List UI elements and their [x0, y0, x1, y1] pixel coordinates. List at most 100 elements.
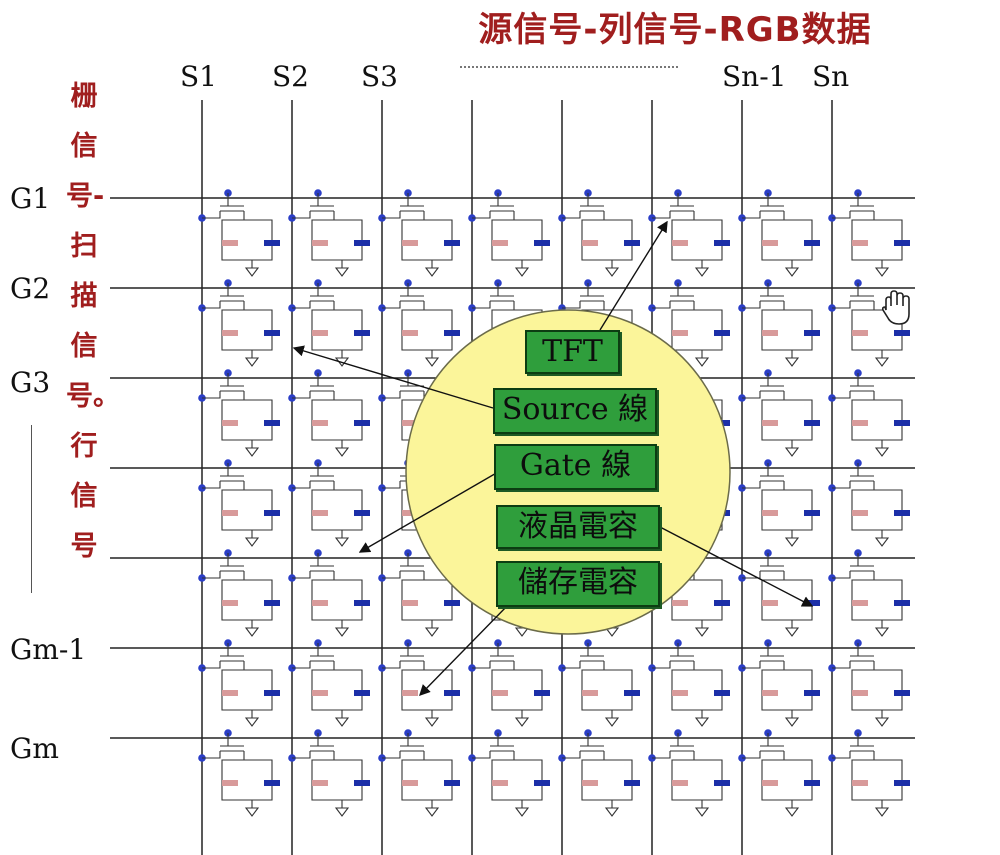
tft-gate-wire	[490, 193, 514, 207]
tft-gate-wire	[220, 643, 244, 657]
storage-capacitor	[714, 330, 730, 336]
lc-capacitor	[222, 330, 238, 336]
ground-triangle	[874, 627, 890, 637]
tft-source-wire	[832, 391, 851, 399]
tft-gate-wire	[760, 193, 784, 207]
tft-gate-wire	[220, 193, 244, 207]
ground-triangle	[784, 717, 800, 727]
lc-capacitor	[492, 780, 508, 786]
storage-capacitor	[264, 330, 280, 336]
tft-source-wire	[292, 301, 311, 309]
lc-capacitor	[762, 690, 778, 696]
tft-gate-wire	[850, 193, 874, 207]
pixel-loop-wire	[851, 751, 903, 801]
callout-storage-capacitor: 儲存電容	[496, 561, 660, 607]
pixel-loop-wire	[671, 661, 723, 711]
pixel-cell	[558, 729, 640, 817]
pixel-loop-wire	[311, 211, 363, 261]
pixel-cell	[738, 549, 820, 637]
callout-gate-line: Gate 線	[494, 444, 657, 490]
storage-capacitor	[354, 240, 370, 246]
tft-source-wire	[742, 391, 761, 399]
tft-source-wire	[742, 481, 761, 489]
lc-capacitor	[222, 690, 238, 696]
lc-capacitor	[312, 240, 328, 246]
lc-capacitor	[402, 510, 418, 516]
lc-capacitor	[852, 330, 868, 336]
pixel-loop-wire	[311, 751, 363, 801]
tft-source-wire	[652, 751, 671, 759]
tft-gate-wire	[580, 193, 604, 207]
row-ellipsis-line	[31, 425, 32, 593]
ground-triangle	[604, 717, 620, 727]
pixel-cell	[198, 279, 280, 367]
lc-capacitor	[312, 780, 328, 786]
pixel-cell	[828, 189, 910, 277]
tft-source-wire	[472, 751, 491, 759]
storage-capacitor	[444, 240, 460, 246]
tft-gate-wire	[310, 373, 334, 387]
callout-lc-capacitor: 液晶電容	[496, 505, 660, 549]
storage-capacitor	[804, 690, 820, 696]
tft-source-wire	[742, 661, 761, 669]
tft-gate-wire	[850, 733, 874, 747]
pixel-loop-wire	[581, 661, 633, 711]
storage-capacitor	[894, 420, 910, 426]
ground-triangle	[424, 627, 440, 637]
lc-capacitor	[672, 690, 688, 696]
pixel-loop-wire	[851, 571, 903, 621]
tft-source-wire	[292, 211, 311, 219]
tft-gate-wire	[310, 733, 334, 747]
pixel-cell	[828, 369, 910, 457]
ground-triangle	[604, 807, 620, 817]
storage-capacitor	[894, 690, 910, 696]
lc-capacitor	[762, 420, 778, 426]
lc-capacitor	[762, 240, 778, 246]
pixel-loop-wire	[401, 211, 453, 261]
lc-capacitor	[312, 330, 328, 336]
tft-source-wire	[742, 301, 761, 309]
tft-source-wire	[832, 481, 851, 489]
pixel-cell	[738, 459, 820, 547]
pixel-loop-wire	[221, 661, 273, 711]
tft-source-wire	[382, 481, 401, 489]
lc-capacitor	[672, 780, 688, 786]
lc-capacitor	[312, 690, 328, 696]
tft-source-wire	[292, 751, 311, 759]
tft-source-wire	[202, 211, 221, 219]
column-label-s3: S3	[361, 60, 398, 93]
tft-gate-wire	[310, 463, 334, 477]
tft-gate-wire	[220, 463, 244, 477]
tft-source-wire	[562, 751, 581, 759]
callout-source-line: Source 線	[493, 388, 657, 434]
tft-source-wire	[472, 301, 491, 309]
lc-capacitor	[222, 600, 238, 606]
tft-source-wire	[292, 391, 311, 399]
tft-gate-wire	[580, 733, 604, 747]
pixel-loop-wire	[221, 211, 273, 261]
pixel-cell	[738, 729, 820, 817]
tft-gate-wire	[400, 283, 424, 297]
lc-capacitor	[312, 420, 328, 426]
storage-capacitor	[894, 780, 910, 786]
tft-source-wire	[832, 571, 851, 579]
lc-capacitor	[402, 240, 418, 246]
pixel-loop-wire	[311, 391, 363, 441]
tft-source-wire	[832, 301, 851, 309]
pixel-loop-wire	[491, 661, 543, 711]
storage-capacitor	[714, 690, 730, 696]
tft-source-wire	[832, 751, 851, 759]
column-label-s1: S1	[180, 60, 217, 93]
lc-capacitor	[222, 780, 238, 786]
ground-triangle	[244, 807, 260, 817]
pixel-cell	[648, 729, 730, 817]
lc-capacitor	[762, 510, 778, 516]
pixel-cell	[378, 639, 460, 727]
storage-capacitor	[534, 240, 550, 246]
tft-gate-wire	[400, 733, 424, 747]
diagram-title: 源信号-列信号-RGB数据	[478, 10, 872, 50]
lc-capacitor	[762, 330, 778, 336]
pixel-cell	[828, 279, 910, 367]
pixel-loop-wire	[761, 211, 813, 261]
storage-capacitor	[804, 420, 820, 426]
